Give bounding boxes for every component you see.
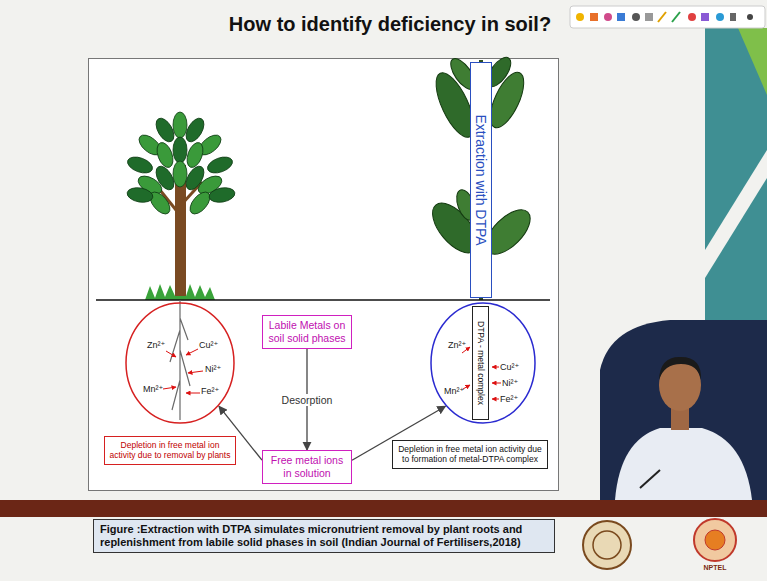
ion-label: Fe²⁺ [201, 386, 219, 396]
uptake-arrows-part [188, 371, 203, 373]
logo-caption: NPTEL [704, 564, 727, 571]
circle-outline [125, 302, 235, 424]
ground-line-part [96, 299, 550, 301]
presenter-part [640, 470, 660, 488]
slide-title: How to identify deficiency in soil? [195, 13, 585, 36]
uptake-arrows-part [163, 387, 176, 389]
left-tree-part [154, 140, 176, 169]
presenter-part [600, 320, 767, 500]
circle-outline [431, 303, 535, 423]
box-text: Labile Metals on soil solid phases [267, 319, 347, 344]
toolbar-part [716, 13, 724, 21]
ion-label: Ni²⁺ [502, 378, 518, 388]
toolbar-part [672, 12, 680, 22]
box-text: Depletion in free metal ion activity due… [109, 440, 231, 460]
edge-label: Desorption [280, 394, 335, 406]
root-system [170, 300, 190, 420]
ion-label: Ni²⁺ [205, 364, 221, 374]
uptake-arrows-part [492, 367, 499, 368]
left-tree-part [152, 115, 177, 145]
slide-decoration-part [0, 500, 767, 517]
uptake-arrows-part [186, 349, 198, 355]
toolbar-part [632, 13, 640, 21]
left-tree-part [208, 186, 236, 204]
figure-frame-part [89, 59, 559, 491]
box-text: Depletion in free metal ion activity due… [397, 444, 543, 464]
left-tree [125, 112, 236, 300]
ion-label: Fe²⁺ [500, 394, 518, 404]
toolbar-part [617, 13, 625, 21]
right-plant [424, 53, 537, 300]
institute-logos-part [593, 531, 621, 559]
toolbar-part [576, 13, 584, 21]
slide-decoration [0, 28, 767, 517]
slide-decoration-part [705, 28, 767, 328]
toolbar-part [730, 13, 736, 21]
extraction-band: Extraction with DTPA [470, 62, 492, 298]
depletion-box: Depletion in free metal ion activity due… [392, 440, 548, 469]
ion-label: Cu²⁺ [500, 362, 519, 372]
figure-frame [89, 59, 559, 491]
uptake-arrows-part [186, 393, 200, 394]
institute-logos [583, 519, 736, 569]
left-tree-part [184, 140, 206, 169]
left-tree-part [173, 137, 187, 163]
ion-label: Mn²⁺ [444, 386, 464, 396]
ion-label: Mn²⁺ [143, 384, 163, 394]
uptake-arrows-part [492, 399, 499, 400]
toolbar-part [604, 13, 612, 21]
slide-decoration-part [738, 28, 767, 95]
toolbar-part [658, 12, 666, 22]
left-tree-part [205, 154, 234, 176]
process-box: Labile Metals on soil solid phases [262, 315, 352, 349]
toolbar-part [688, 13, 696, 21]
uptake-arrows-part [166, 351, 176, 357]
depletion-box: Depletion in free metal ion activity due… [104, 436, 236, 465]
left-tree-part [125, 154, 154, 176]
ground-line [96, 300, 550, 301]
toolbar-part [701, 13, 709, 21]
left-tree-part [182, 115, 207, 145]
toolbar-part [747, 14, 753, 20]
root-zone-circle: Zn²⁺ Cu²⁺ Ni²⁺ Mn²⁺ Fe²⁺ [125, 302, 235, 424]
root-system-part [170, 300, 190, 420]
left-tree-part [186, 189, 213, 218]
uptake-arrows-part [492, 383, 501, 384]
presenter-part [615, 428, 752, 500]
slide-decoration-part [705, 150, 767, 278]
dtpa-zone-circle: Zn²⁺ Cu²⁺ Ni²⁺ Mn²⁺ Fe²⁺ DTPA - metal complex [430, 302, 536, 424]
toolbar-part [645, 13, 653, 21]
ion-label: Zn²⁺ [448, 340, 466, 350]
left-tree-part [173, 161, 187, 187]
toolbar-part [590, 13, 598, 21]
box-text: Free metal ions in solution [267, 454, 347, 479]
left-tree-part [173, 112, 187, 138]
complex-band: DTPA - metal complex [472, 306, 489, 420]
left-tree-part [126, 186, 154, 204]
institute-logos-part [705, 530, 725, 550]
circle-outline [126, 303, 234, 423]
presenter [600, 320, 767, 500]
process-box: Free metal ions in solution [262, 450, 352, 484]
toolbar-part [570, 6, 765, 28]
ion-label: Cu²⁺ [199, 340, 218, 350]
institute-logos-part [583, 521, 631, 569]
presenter-part [659, 357, 701, 380]
left-tree-part [145, 284, 215, 300]
toolbar [570, 6, 765, 28]
ion-label: Zn²⁺ [147, 340, 165, 350]
institute-logos-part [694, 519, 736, 561]
figure-caption: Figure :Extraction with DTPA simulates m… [93, 519, 555, 553]
vertical-label: Extraction with DTPA [473, 114, 489, 245]
vertical-label: DTPA - metal complex [476, 321, 486, 405]
uptake-arrows [163, 347, 501, 399]
